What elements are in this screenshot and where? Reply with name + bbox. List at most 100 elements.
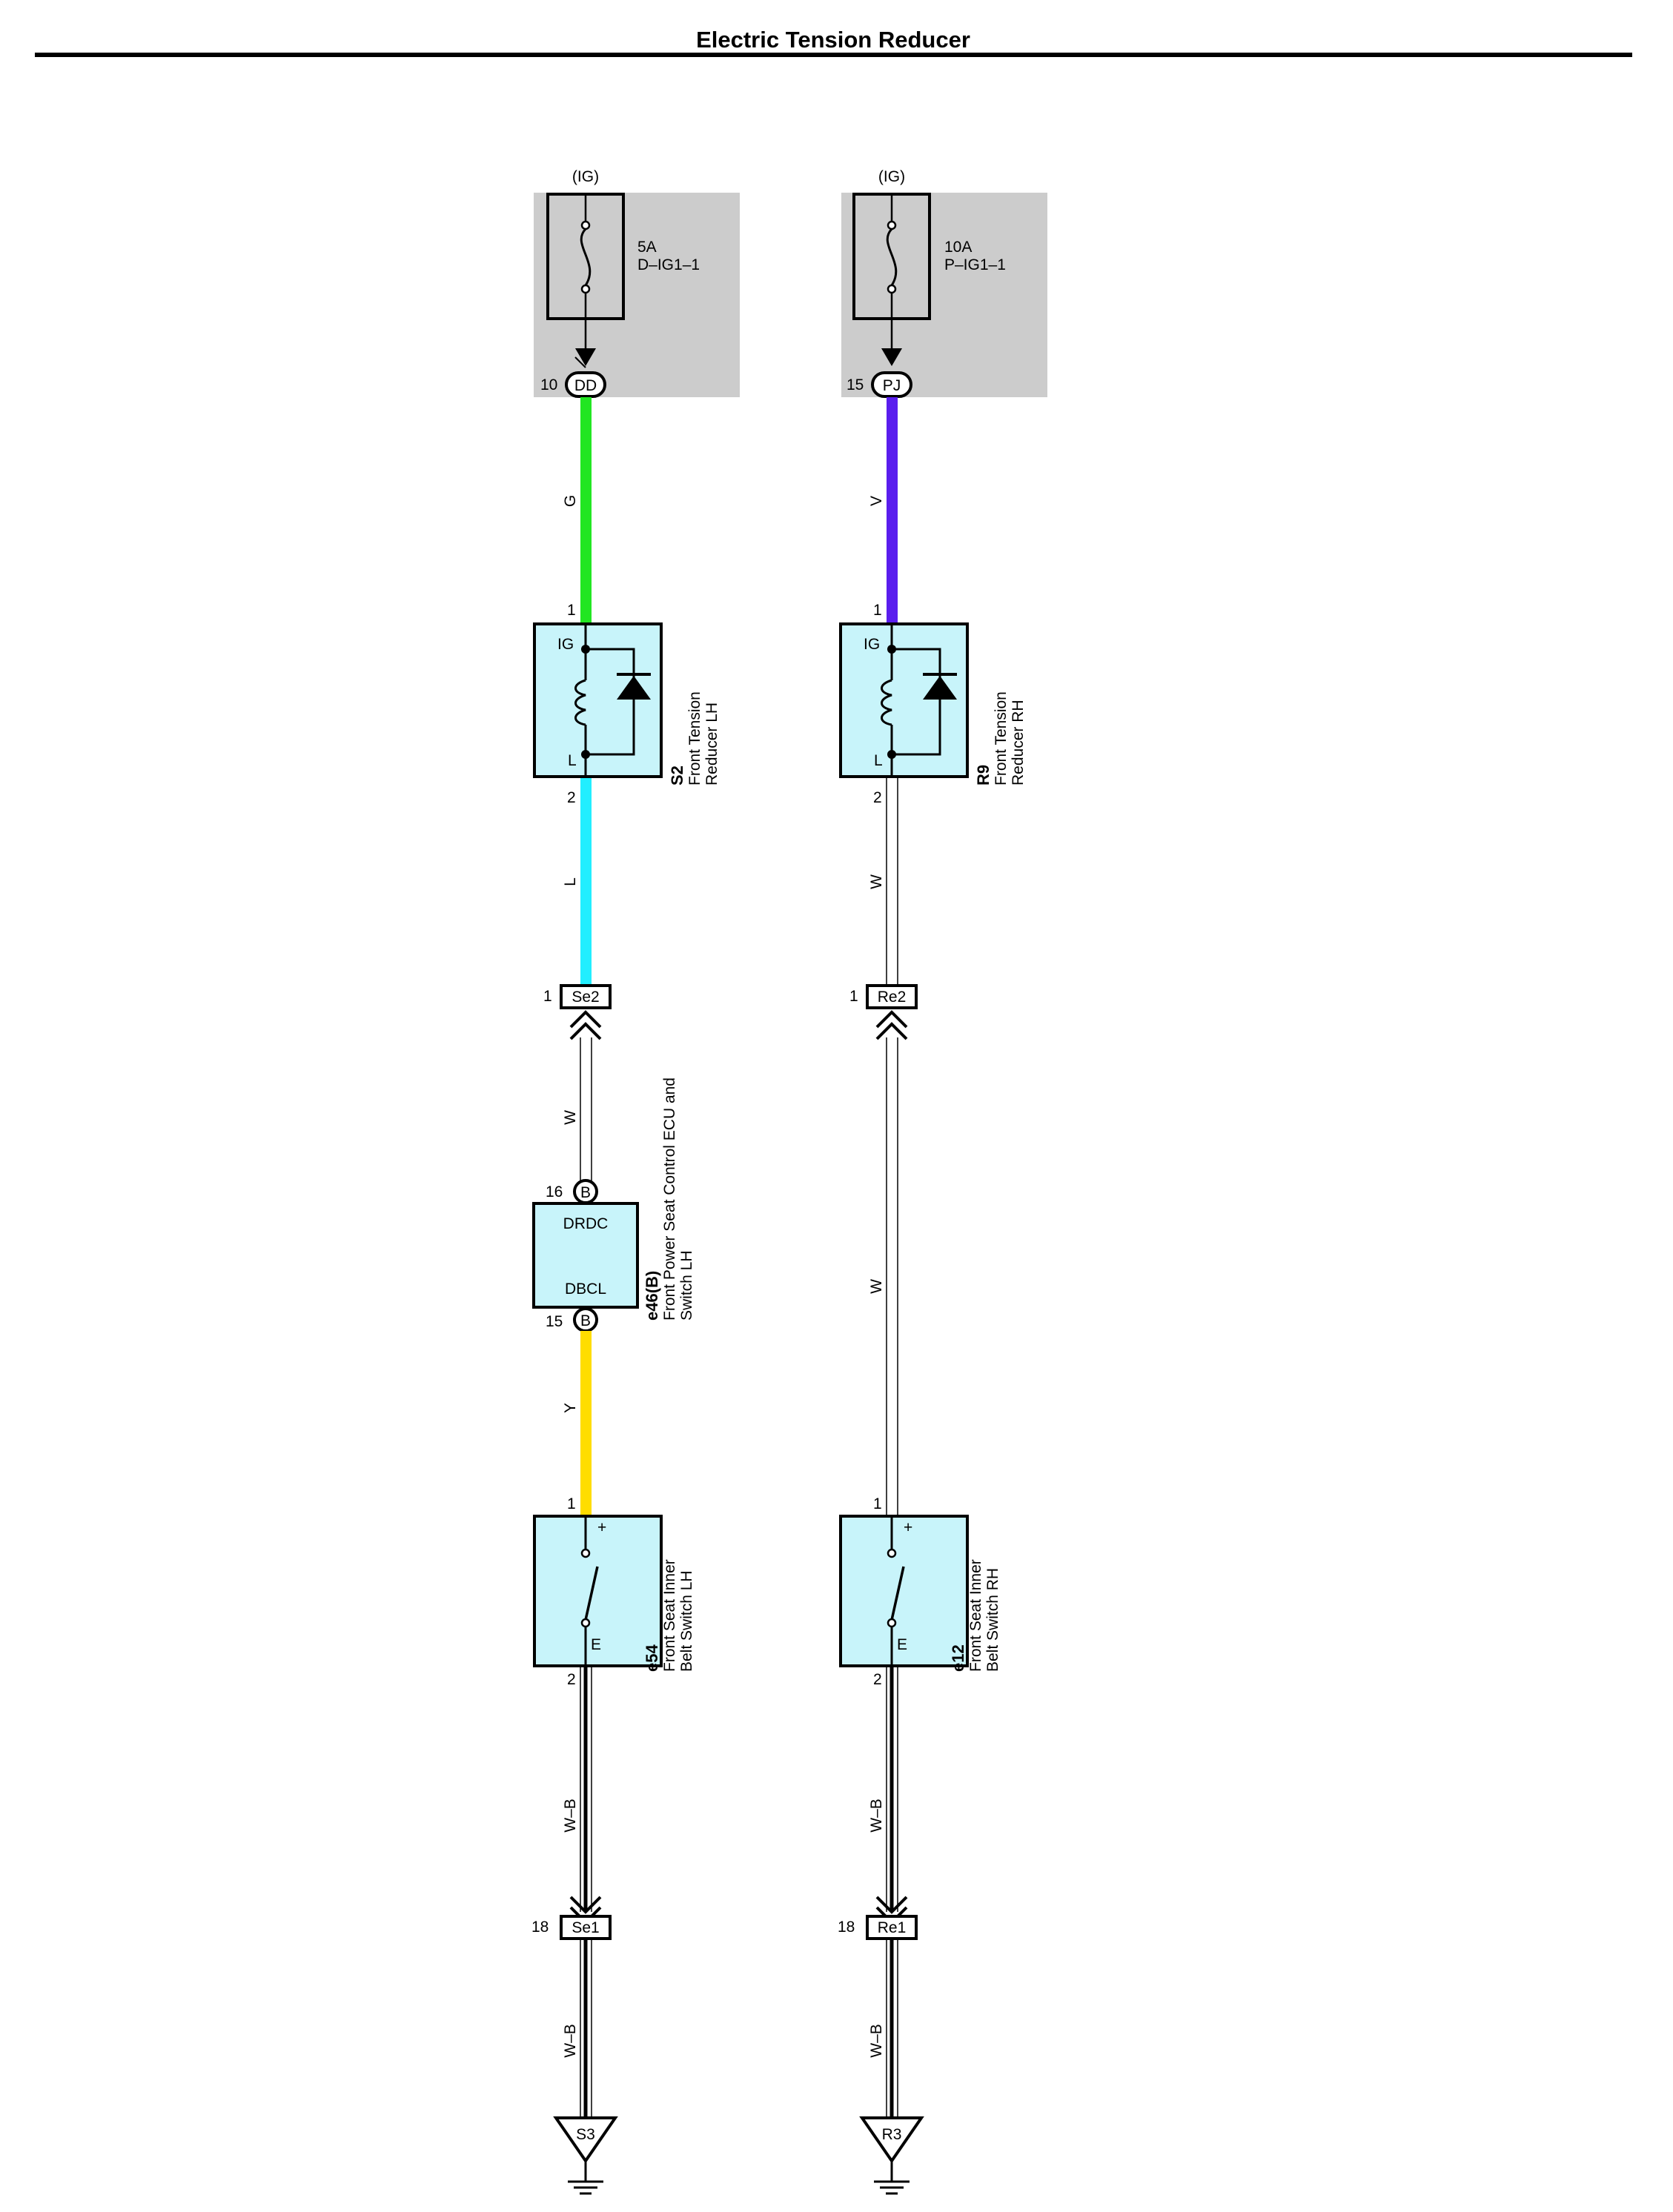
left-ecu-pin-top: 16 [546, 1183, 563, 1200]
left-fuse-zone [534, 193, 740, 397]
right-reducer-term-ig: IG [864, 636, 880, 653]
right-ground-r3-label: R3 [882, 2126, 902, 2143]
right-wire-wb-label: W–B [868, 1799, 885, 1833]
left-fuse-name: D–IG1–1 [637, 256, 700, 273]
right-fuse-name: P–IG1–1 [944, 256, 1006, 273]
right-reducer-pin-2: 2 [873, 789, 882, 806]
left-reducer-term-l: L [568, 752, 577, 769]
left-ground-s3-label: S3 [576, 2126, 595, 2143]
left-wire-wb-label: W–B [562, 1799, 579, 1833]
left-se2-chevron-icon [569, 1010, 602, 1040]
right-wire-v-label: V [868, 496, 885, 506]
right-top-pin: 15 [847, 376, 864, 393]
right-reducer-pin-1: 1 [873, 602, 882, 619]
left-ecu-box [532, 1202, 639, 1309]
right-reducer-term-l: L [874, 752, 883, 769]
right-switch-name-1: Front Seat Inner [967, 1559, 984, 1672]
right-top-connector [871, 371, 912, 398]
left-power-label: (IG) [572, 168, 599, 185]
left-ecu-conn-top-label: B [580, 1184, 591, 1201]
right-diode-icon [923, 673, 957, 700]
left-fuse-icon [574, 194, 596, 368]
left-junction-se1 [560, 1915, 612, 1940]
left-ecu-term-top: DRDC [563, 1215, 609, 1232]
left-wire-y-label: Y [562, 1403, 579, 1413]
right-ground-r3 [859, 2116, 924, 2164]
left-switch-term-plus: + [597, 1519, 606, 1536]
left-ecu-term-bottom: DBCL [565, 1281, 606, 1298]
right-fuse-amp: 10A [944, 239, 972, 256]
right-re2-chevron-icon [875, 1010, 908, 1040]
left-wire-l-label: L [562, 877, 579, 886]
left-junction-se1-label: Se1 [572, 1919, 599, 1936]
right-junction-pin: 1 [849, 988, 858, 1005]
right-switch-box [839, 1515, 969, 1667]
right-switch-pin-2: 2 [873, 1671, 882, 1688]
right-fuse-icon [881, 194, 902, 366]
diagram-title: Electric Tension Reducer [696, 27, 970, 53]
left-wire-wb2-label: W–B [562, 2024, 579, 2058]
left-ground-s3 [553, 2116, 618, 2164]
left-junction-pin: 1 [543, 988, 552, 1005]
left-switch-name-1: Front Seat Inner [661, 1559, 678, 1672]
left-reducer-term-ig: IG [557, 636, 574, 653]
right-junction-re2 [866, 984, 918, 1009]
left-switch-name-2: Belt Switch LH [678, 1570, 695, 1672]
left-wire-g-label: G [562, 495, 579, 507]
right-switch-code: e12 [949, 1644, 967, 1672]
left-switch-pin-1: 1 [567, 1495, 576, 1512]
left-ecu-code: e46(B) [643, 1271, 661, 1321]
right-circuit: (IG) 10A P–IG1–1 15 PJ V 1 IG L [838, 168, 1047, 2195]
right-switch-term-e: E [897, 1636, 907, 1653]
left-diode-icon [617, 673, 651, 700]
right-junction-re1 [866, 1915, 918, 1940]
right-switch-pin-1: 1 [873, 1495, 882, 1512]
right-junction-re2-label: Re2 [878, 989, 907, 1006]
right-wire-wb2-label: W–B [868, 2024, 885, 2058]
left-junction-se2 [560, 984, 612, 1009]
left-reducer-name-2: Reducer LH [703, 703, 720, 786]
right-relay-coil-icon [881, 624, 941, 777]
left-junction2-pin: 18 [531, 1919, 549, 1936]
right-ground-icon [874, 2161, 910, 2195]
left-switch-code: e54 [643, 1644, 661, 1672]
left-ecu-name-1: Front Power Seat Control ECU and [661, 1077, 678, 1321]
left-wire-l [580, 778, 592, 987]
right-reducer-name-2: Reducer RH [1010, 700, 1027, 786]
left-relay-coil-icon [574, 624, 635, 777]
left-switch-box [533, 1515, 663, 1667]
right-junction-re1-label: Re1 [878, 1919, 907, 1936]
left-fuse-amp: 5A [637, 239, 657, 256]
left-ecu-conn-bottom-label: B [580, 1312, 591, 1329]
right-power-label: (IG) [878, 168, 905, 185]
left-switch-pin-2: 2 [567, 1671, 576, 1688]
left-ground-icon [568, 2161, 603, 2195]
left-reducer-name-1: Front Tension [686, 691, 703, 786]
right-switch-term-plus: + [904, 1519, 912, 1536]
left-circuit: (IG) 5A D–IG1–1 10 DD G 1 IG L [531, 168, 740, 2195]
left-wire-g [580, 397, 592, 624]
right-switch-icon [887, 1516, 905, 1666]
right-reducer-code: R9 [974, 765, 993, 786]
left-switch-term-e: E [591, 1636, 601, 1653]
left-reducer-pin-2: 2 [567, 789, 576, 806]
left-wire-w-label: W [562, 1110, 579, 1125]
left-switch-icon [580, 1516, 599, 1666]
left-top-connector [565, 371, 606, 398]
right-junction2-pin: 18 [838, 1919, 855, 1936]
left-junction-se2-label: Se2 [572, 989, 599, 1006]
left-reducer-code: S2 [668, 765, 686, 786]
left-top-connector-label: DD [574, 377, 597, 394]
left-wire-y [580, 1331, 592, 1516]
left-reducer-pin-1: 1 [567, 602, 576, 619]
right-top-connector-label: PJ [883, 377, 901, 394]
right-fuse-zone [841, 193, 1047, 397]
left-top-pin: 10 [540, 376, 557, 393]
left-ecu-pin-bottom: 15 [546, 1313, 563, 1330]
right-switch-name-2: Belt Switch RH [984, 1568, 1001, 1672]
left-ecu-name-2: Switch LH [678, 1250, 695, 1321]
right-reducer-name-1: Front Tension [993, 691, 1010, 786]
right-wire-w2-label: W [868, 1279, 885, 1294]
right-wire-w1-label: W [868, 874, 885, 889]
